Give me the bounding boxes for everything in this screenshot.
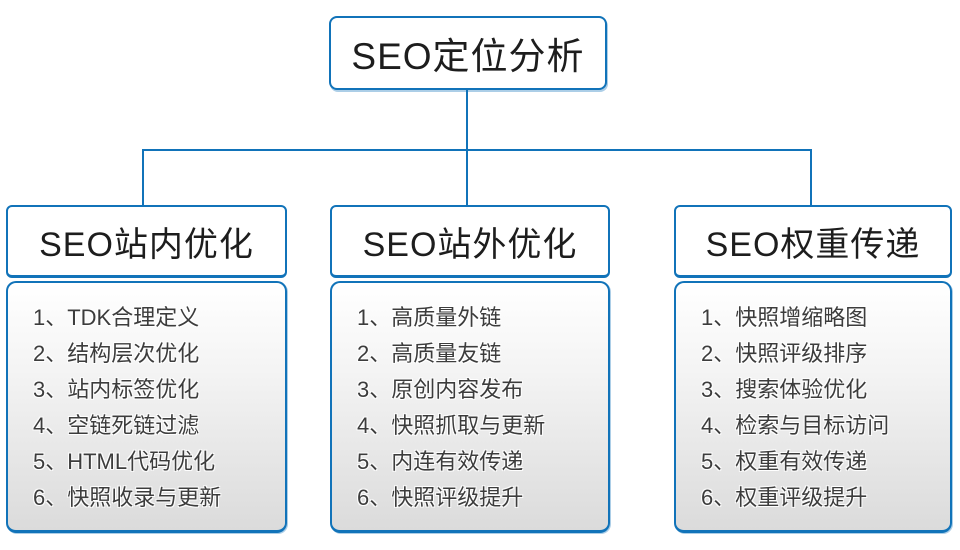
list-item: 4、检索与目标访问: [701, 413, 890, 438]
list-item: 4、空链死链过滤: [33, 413, 200, 438]
list-item: 2、高质量友链: [357, 341, 502, 366]
list-item: 5、内连有效传递: [357, 449, 524, 474]
list-item: 3、原创内容发布: [357, 377, 524, 402]
connector-drop-onsite: [142, 149, 144, 206]
list-item: 1、快照增缩略图: [701, 305, 868, 330]
column-offsite-title: SEO站外优化: [362, 225, 578, 264]
column-onsite-title: SEO站内优化: [39, 225, 254, 264]
column-offsite-header: SEO站外优化: [330, 205, 610, 278]
column-offsite-body: 1、高质量外链 2、高质量友链 3、原创内容发布 4、快照抓取与更新 5、内连有…: [330, 281, 610, 533]
column-weight-title: SEO权重传递: [705, 225, 921, 264]
column-onsite-body: 1、TDK合理定义 2、结构层次优化 3、站内标签优化 4、空链死链过滤 5、H…: [6, 281, 287, 533]
connector-branch-bar: [142, 149, 812, 151]
list-item: 2、快照评级排序: [701, 341, 868, 366]
connector-drop-offsite: [466, 149, 468, 206]
list-item: 6、权重评级提升: [701, 485, 868, 510]
list-item: 1、高质量外链: [357, 305, 502, 330]
column-onsite: SEO站内优化 1、TDK合理定义 2、结构层次优化 3、站内标签优化 4、空链…: [6, 205, 287, 533]
connector-drop-weight: [810, 149, 812, 206]
list-item: 3、搜索体验优化: [701, 377, 868, 402]
list-item: 5、HTML代码优化: [33, 449, 216, 474]
root-node-title: SEO定位分析: [351, 36, 585, 77]
list-item: 6、快照评级提升: [357, 485, 524, 510]
column-weight-header: SEO权重传递: [674, 205, 952, 278]
column-offsite: SEO站外优化 1、高质量外链 2、高质量友链 3、原创内容发布 4、快照抓取与…: [330, 205, 610, 533]
list-item: 5、权重有效传递: [701, 449, 868, 474]
column-weight: SEO权重传递 1、快照增缩略图 2、快照评级排序 3、搜索体验优化 4、检索与…: [674, 205, 952, 533]
list-item: 1、TDK合理定义: [33, 305, 200, 330]
root-node: SEO定位分析: [329, 16, 607, 90]
connector-root-stem: [466, 90, 468, 150]
list-item: 4、快照抓取与更新: [357, 413, 546, 438]
column-onsite-header: SEO站内优化: [6, 205, 287, 278]
column-weight-body: 1、快照增缩略图 2、快照评级排序 3、搜索体验优化 4、检索与目标访问 5、权…: [674, 281, 952, 533]
list-item: 6、快照收录与更新: [33, 485, 222, 510]
list-item: 3、站内标签优化: [33, 377, 200, 402]
list-item: 2、结构层次优化: [33, 341, 200, 366]
